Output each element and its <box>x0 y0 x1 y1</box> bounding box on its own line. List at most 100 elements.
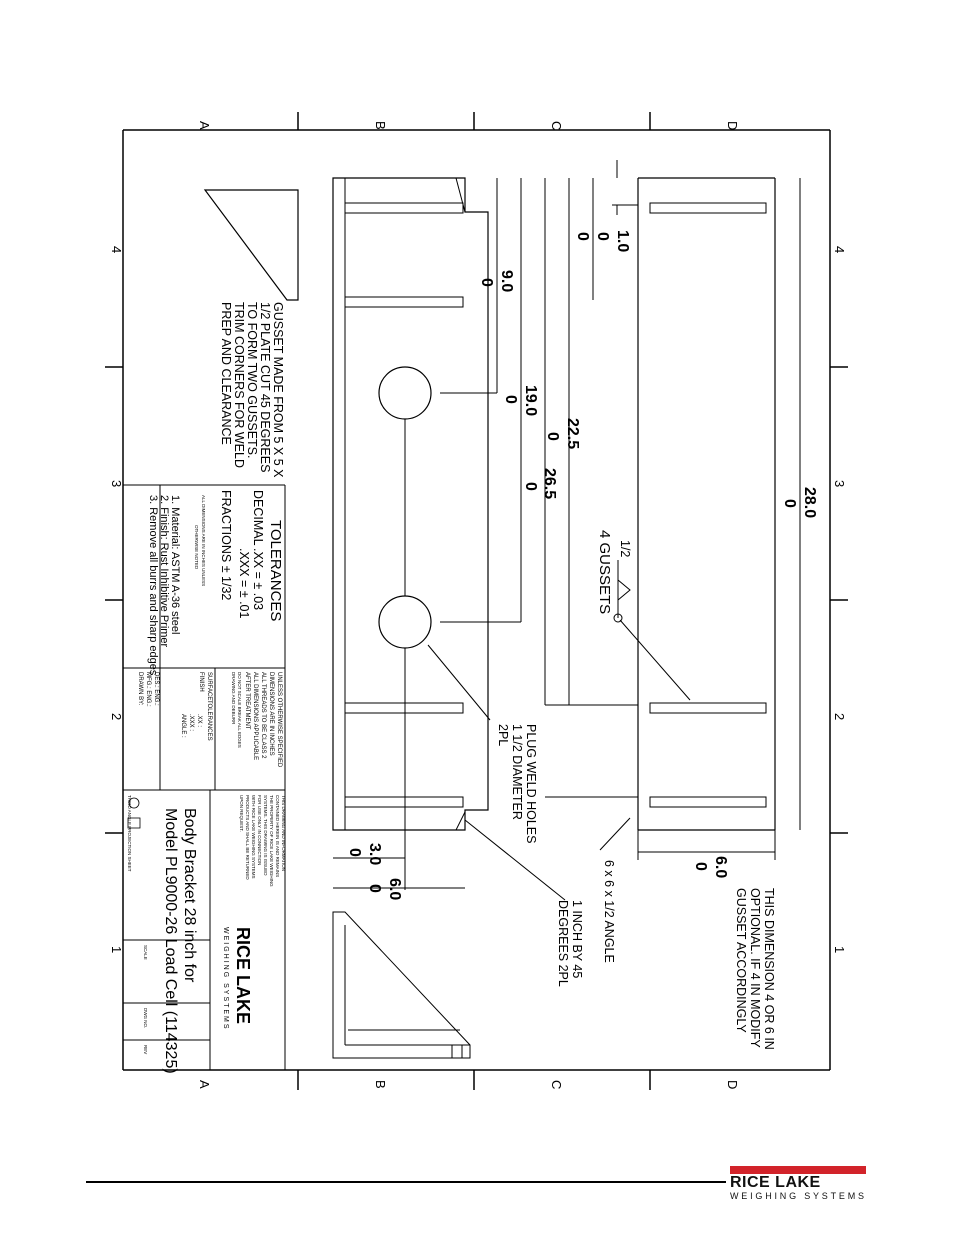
unless-line: DRAWING AND DEBURR <box>231 672 236 725</box>
zone-label-2-right: 2 <box>832 713 847 720</box>
general-note-line: 3. Remove all burrs and sharp edges <box>147 495 159 676</box>
inches-note: ALL DIMENSIONS ARE IN INCHES UNLESS <box>201 495 206 586</box>
gusset-note-line: TO FORM TWO GUSSETS. <box>245 302 259 459</box>
optional-note-line: OPTIONAL. IF 4 IN MODIFY <box>748 888 762 1048</box>
dim-3-0-zero: 0 <box>346 848 363 857</box>
inches-note: OTHERWISE NOTED <box>194 525 199 570</box>
logo-bar <box>730 1166 866 1174</box>
finish-angle: ANGLE : <box>180 714 186 738</box>
gussets-fraction: 1/2 <box>618 540 632 557</box>
tol-xxx: .XXX = ± .01 <box>237 548 251 618</box>
zone-label-4-right: 4 <box>832 246 847 253</box>
scale-label: SCALE <box>143 945 148 960</box>
dim-6-0-bottom: 6.0 <box>386 878 403 900</box>
plug-weld-line: PLUG WELD HOLES <box>524 724 538 843</box>
proprietary-line: PRODUCTS AND SHALL BE RETURNED <box>245 795 250 880</box>
dwg-no-label: DWG NO. <box>143 1008 148 1028</box>
unless-block: UNLESS OTHERWISE SPECIFIED DIMENSIONS AR… <box>231 672 282 768</box>
drawing-title-line2: Model PL9000-26 Load Cell (114325) <box>162 808 179 1074</box>
dim-9-0-zero: 0 <box>478 278 495 287</box>
finish-label: FINISH <box>198 672 204 692</box>
tolerance-block: TOLERANCES DECIMAL .XX = ± .03 .XXX = ± … <box>123 484 286 1074</box>
gusset-note-line: PREP AND CLEARANCE <box>219 302 233 445</box>
gussets-label: 4 GUSSETS <box>596 530 613 614</box>
finish-tol-head: TOLERANCES <box>206 700 212 741</box>
tolerances-title: TOLERANCES <box>267 520 284 621</box>
finish-xxx: .XXX : <box>188 714 194 731</box>
zone-label-b-bottom: B <box>373 1080 388 1089</box>
bracket-body <box>332 177 776 890</box>
proprietary-line: UPON REQUEST. <box>239 795 244 832</box>
general-notes: 1. Material: ASTM A-36 steel 2. Finish: … <box>147 495 181 676</box>
dim-26-5: 26.5 <box>541 468 558 499</box>
weld-symbol <box>613 560 631 623</box>
projection-label: THIRD ANGLE PROJECTION SHEET <box>127 795 132 872</box>
zone-label-d-top: D <box>725 121 740 130</box>
footer-logo-sub: WEIGHING SYSTEMS <box>730 1191 867 1201</box>
unless-line: ALL THREADS TO BE CLASS 2 <box>260 672 266 759</box>
dim-28-0: 28.0 <box>801 487 818 518</box>
proprietary-line: THIS DRAWING AND INFORMATION <box>281 795 286 871</box>
dim-6-0-right-zero: 0 <box>692 862 709 871</box>
surface-label: SURFACE <box>206 672 212 700</box>
finish-xx: .XX : <box>196 714 202 727</box>
unless-line: UNLESS OTHERWISE SPECIFIED <box>276 672 282 768</box>
proprietary-line: WITH RICE LAKE WEIGHING SYSTEMS <box>251 795 256 879</box>
gusset-note-line: 1/2 PLATE CUT 45 DEGREES <box>258 302 272 472</box>
zone-label-1-right: 1 <box>832 946 847 953</box>
zone-label-c-bottom: C <box>549 1080 564 1089</box>
footer-rule <box>86 1181 726 1183</box>
zone-label-d-bottom: D <box>725 1080 740 1089</box>
zone-labels: A B C D A B C D 4 3 2 1 4 3 2 1 <box>109 121 847 1089</box>
gusset-note: GUSSET MADE FROM 5 X 5 X 1/2 PLATE CUT 4… <box>219 302 285 478</box>
proprietary-line: FOR USE ONLY IN CONNECTION <box>257 795 262 865</box>
title-logo-sub: WEIGHING SYSTEMS <box>222 927 229 1031</box>
zone-label-3-left: 3 <box>109 480 124 487</box>
inch-by-45-line: 1 INCH BY 45 <box>570 900 584 978</box>
plug-weld-line: 2PL <box>496 724 510 746</box>
title-logo-main: RICE LAKE <box>233 927 253 1024</box>
dim-3-0: 3.0 <box>366 843 383 865</box>
leader-lines <box>427 619 691 901</box>
sign-line: MFG.: ENG.: <box>145 672 151 707</box>
plug-weld-note: PLUG WELD HOLES 1 1/2 DIAMETER 2PL <box>496 724 538 843</box>
sign-line: DES.: ENG.: <box>153 672 159 706</box>
dim-22-5: 22.5 <box>564 418 581 449</box>
optional-note: THIS DIMENSION 4 OR 6 IN OPTIONAL. IF 4 … <box>734 888 776 1050</box>
proprietary-line: SYSTEMS. THIS DRAWING IS ISSUED <box>263 795 268 876</box>
unless-line: DIMENSIONS ARE IN INCHES <box>268 672 274 756</box>
proprietary-line: CONTAINED HEREIN IS AND REMAINS <box>275 795 280 877</box>
footer-logo-name: RICE LAKE <box>730 1174 821 1191</box>
dim-6-0-right: 6.0 <box>712 856 729 878</box>
dim-1-0-zero2: 0 <box>574 232 591 241</box>
zone-label-2-left: 2 <box>109 713 124 720</box>
sign-line: DRAWN BY: <box>137 672 143 706</box>
drawing-title-line1: Body Bracket 28 inch for <box>181 808 198 983</box>
inch-by-45-note: 1 INCH BY 45 DEGREES 2PL <box>556 900 584 987</box>
zone-label-b-top: B <box>373 121 388 130</box>
unless-line: AFTER TREATMENT <box>244 672 250 730</box>
dim-19-0: 19.0 <box>522 385 539 416</box>
proprietary-line: THE PROPERTY OF RICE LAKE WEIGHING <box>269 795 274 887</box>
unless-line: ALL DIMENSIONS APPLICABLE <box>252 672 258 760</box>
gusset-note-line: TRIM CORNERS FOR WELD <box>232 302 246 468</box>
optional-note-line: GUSSET ACCORDINGLY <box>734 888 748 1033</box>
gusset-plate <box>203 189 299 301</box>
dim-1-0: 1.0 <box>614 230 631 252</box>
zone-label-1-left: 1 <box>109 946 124 953</box>
drawing-notes: GUSSET MADE FROM 5 X 5 X 1/2 PLATE CUT 4… <box>219 302 776 1050</box>
zone-ticks <box>105 112 848 1090</box>
sign-block: DES.: ENG.: MFG.: ENG.: DRAWN BY: <box>137 672 159 707</box>
zone-label-a-bottom: A <box>197 1080 212 1089</box>
zone-label-3-right: 3 <box>832 480 847 487</box>
dim-1-0-zero: 0 <box>594 232 611 241</box>
rev-label: REV <box>143 1045 148 1054</box>
angle-label: 6 x 6 x 1/2 ANGLE <box>602 860 616 963</box>
dim-26-5-zero: 0 <box>522 482 539 491</box>
general-note-line: 2. Finish: Rust Inhibitive Primer <box>158 495 170 648</box>
general-note-line: 1. Material: ASTM A-36 steel <box>169 495 181 634</box>
proprietary-note: THIS DRAWING AND INFORMATION CONTAINED H… <box>239 795 286 887</box>
dim-22-5-zero: 0 <box>544 432 561 441</box>
zone-label-a-top: A <box>197 121 212 130</box>
